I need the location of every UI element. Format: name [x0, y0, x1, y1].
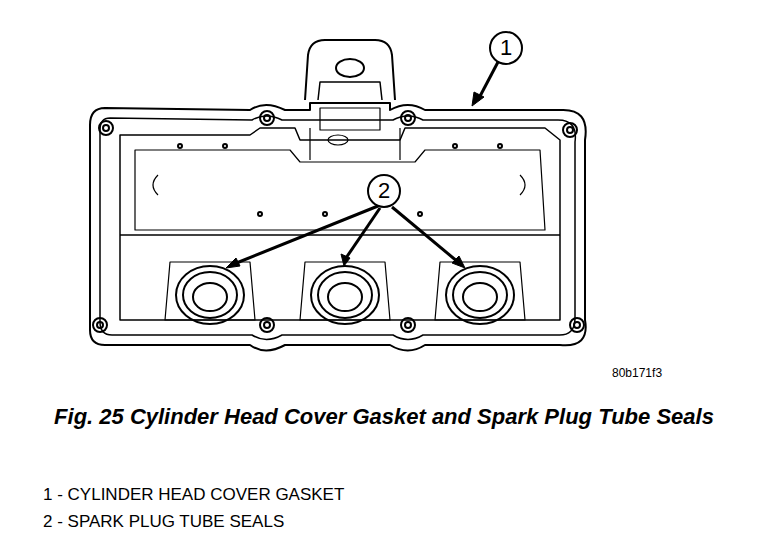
figure-code: 80b171f3 — [612, 366, 662, 380]
callout-number: 1 — [500, 37, 512, 59]
legend-text: 2 - SPARK PLUG TUBE SEALS — [43, 512, 284, 532]
callout-circle: 1 — [489, 31, 523, 65]
callout-number: 2 — [378, 180, 390, 202]
callout-circle: 2 — [367, 174, 401, 208]
legend-text: 1 - CYLINDER HEAD COVER GASKET — [43, 485, 344, 505]
figure-caption: Fig. 25 Cylinder Head Cover Gasket and S… — [44, 400, 724, 434]
